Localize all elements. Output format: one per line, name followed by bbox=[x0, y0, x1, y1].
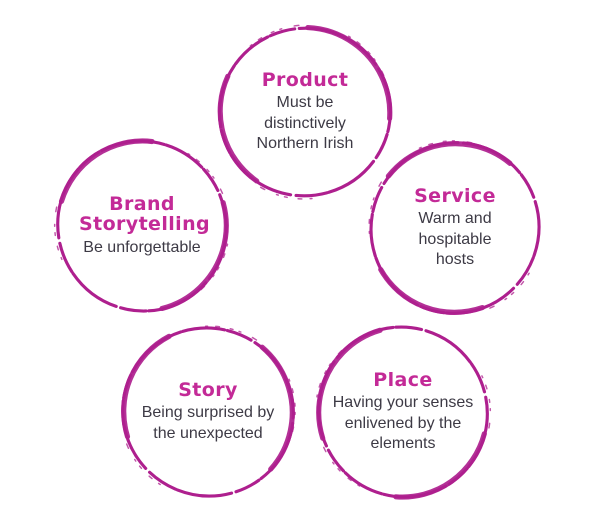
hand-drawn-ring bbox=[314, 324, 492, 500]
circle-service: Service Warm and hospitable hosts bbox=[363, 136, 547, 320]
hand-drawn-ring bbox=[217, 24, 393, 200]
circle-body: Having your senses enlivened by the elem… bbox=[332, 394, 474, 452]
circle-body: Must be distinctively Northern Irish bbox=[256, 94, 354, 152]
circle-title: Brand Storytelling bbox=[79, 192, 211, 236]
circle-body: Being surprised by the unexpected bbox=[141, 404, 275, 442]
circle-body: Warm and hospitable hosts bbox=[418, 210, 492, 268]
circle-place: Place Having your senses enlivened by th… bbox=[311, 320, 495, 504]
circle-product: Product Must be distinctively Northern I… bbox=[213, 20, 397, 204]
hand-drawn-ring bbox=[367, 140, 543, 316]
hand-drawn-ring bbox=[53, 138, 231, 314]
circle-title: Place bbox=[373, 368, 433, 391]
circle-brand-storytelling: Brand Storytelling Be unforgettable bbox=[50, 134, 234, 318]
circle-story: Story Being surprised by the unexpected bbox=[116, 320, 300, 504]
hand-drawn-ring bbox=[120, 324, 296, 500]
circle-title: Story bbox=[178, 378, 238, 401]
circle-title: Service bbox=[414, 184, 496, 207]
circle-body: Be unforgettable bbox=[83, 238, 201, 256]
circle-title: Product bbox=[261, 68, 349, 91]
